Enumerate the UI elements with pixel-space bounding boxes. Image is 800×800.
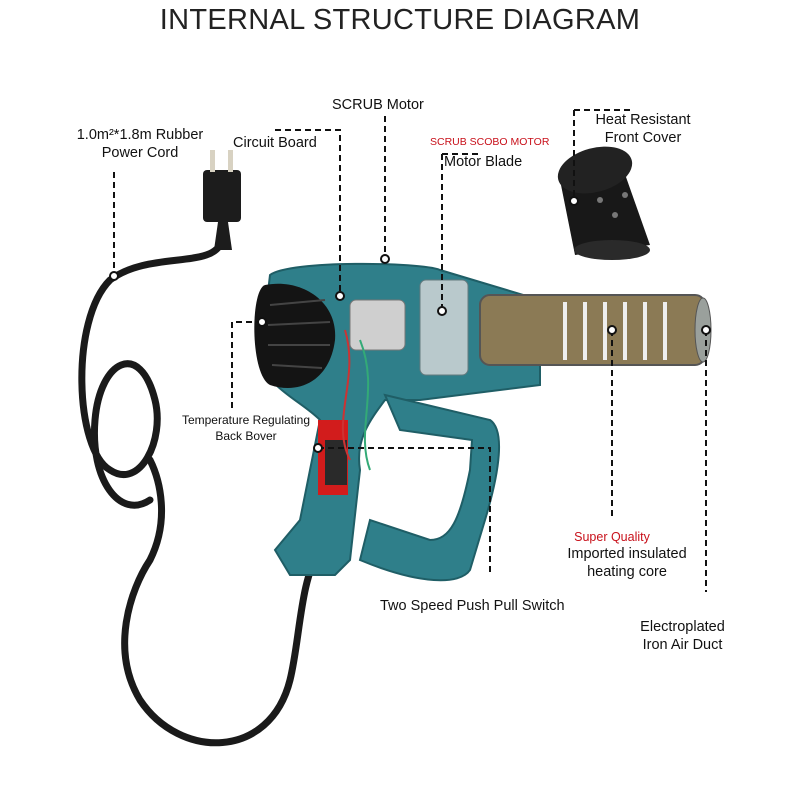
label-motor-blade: Motor Blade xyxy=(444,154,523,170)
label-line: Electroplated xyxy=(640,619,725,635)
label-air-duct: Electroplated Iron Air Duct xyxy=(625,618,740,654)
label-line: Imported insulated xyxy=(567,546,687,562)
plug xyxy=(203,150,241,250)
label-line: Back Bover xyxy=(215,429,277,443)
leader-dots xyxy=(109,196,711,453)
label-switch: Two Speed Push Pull Switch xyxy=(380,598,565,614)
label-scrub-scobo-motor: SCRUB SCOBO MOTOR xyxy=(430,136,550,148)
label-circuit-board: Circuit Board xyxy=(233,135,317,151)
label-scrub-motor: SCRUB Motor xyxy=(332,97,424,113)
label-line: Heat Resistant xyxy=(595,112,691,128)
label-super-quality: Super Quality xyxy=(574,530,650,544)
leader-lines xyxy=(113,109,707,592)
label-line: 1.0m²*1.8m Rubber xyxy=(76,127,204,143)
label-front-cover: Heat Resistant Front Cover xyxy=(568,111,718,147)
heating-core-duct xyxy=(479,294,712,366)
diagram-title: INTERNAL STRUCTURE DIAGRAM xyxy=(159,4,641,36)
label-line: heating core xyxy=(587,564,667,580)
label-line: Power Cord xyxy=(101,145,179,161)
label-line: Iron Air Duct xyxy=(642,637,723,653)
label-line: Front Cover xyxy=(604,130,682,146)
label-line: Temperature Regulating xyxy=(181,413,311,427)
power-cord xyxy=(78,236,324,747)
label-back-cover: Temperature Regulating Back Bover xyxy=(170,412,322,444)
label-power-cord: 1.0m²*1.8m Rubber Power Cord xyxy=(60,126,220,162)
heat-gun-housing xyxy=(254,262,541,582)
front-cover xyxy=(557,146,650,260)
label-heating-core: Super Quality Imported insulated heating… xyxy=(552,530,702,581)
